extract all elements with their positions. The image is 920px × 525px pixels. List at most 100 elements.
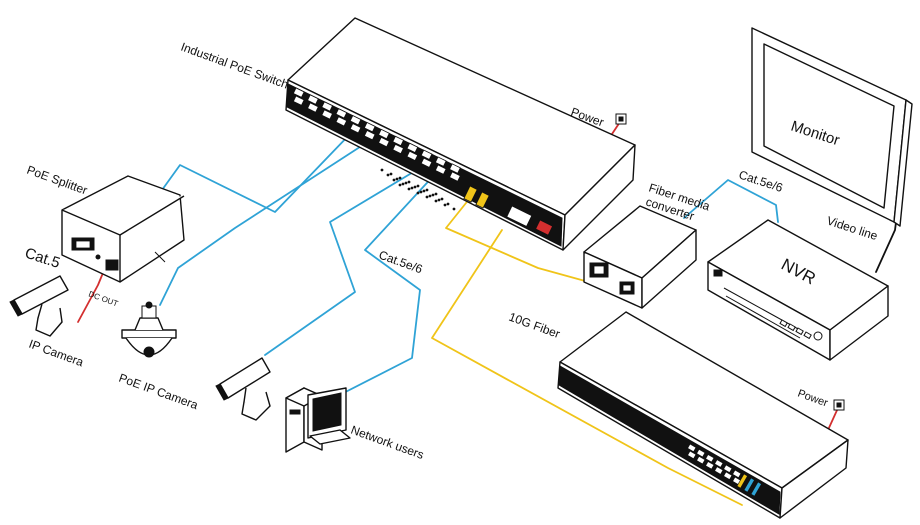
- label-video-line: Video line: [825, 214, 880, 244]
- desktop-computer-icon: [285, 387, 351, 453]
- power-socket-bottom-icon: [833, 399, 845, 411]
- switch-port: [392, 135, 405, 147]
- vent-hole: [410, 186, 414, 190]
- vent-hole: [413, 185, 417, 189]
- vent-hole: [440, 197, 444, 201]
- vent-hole: [386, 173, 390, 177]
- switch-port: [321, 109, 334, 120]
- sfp-port: [475, 191, 490, 209]
- fiber-switch-sfp: [736, 473, 748, 489]
- vent-hole: [431, 193, 435, 197]
- switch-port: [434, 164, 447, 175]
- fiber-switch-sfp: [743, 477, 755, 493]
- fiber-switch-port-block: [686, 443, 762, 497]
- cable-converter-to-nvr: [683, 179, 779, 223]
- nvr-icon: [707, 219, 889, 361]
- switch-port: [307, 102, 319, 113]
- industrial-poe-switch-icon: [285, 17, 636, 251]
- switch-port: [434, 156, 447, 167]
- fiber-switch-port: [722, 471, 733, 481]
- nvr-button: [787, 323, 796, 332]
- vent-hole: [404, 181, 408, 185]
- ip-camera-middle-icon: [215, 357, 271, 421]
- label-cat5e6-middle: Cat.5e/6: [377, 248, 425, 277]
- cable-switch-to-network-users: [321, 171, 438, 405]
- fiber-switch-port: [704, 460, 715, 470]
- vent-hole: [446, 202, 450, 206]
- fiber-switch-port: [713, 466, 724, 475]
- 10g-fiber-switch-icon: [557, 311, 849, 519]
- switch-port: [349, 115, 362, 126]
- label-industrial-poe-switch: Industrial PoE Switch: [179, 40, 290, 92]
- fiber-switch-port: [731, 469, 742, 479]
- sfp-port: [463, 185, 478, 203]
- label-power-bottom: Power: [796, 388, 830, 410]
- fiber-switch-port: [686, 443, 697, 453]
- fiber-media-converter-icon: [583, 205, 697, 309]
- vent-hole: [443, 203, 447, 207]
- power-socket-top-icon: [615, 113, 627, 125]
- vent-hole: [398, 176, 402, 180]
- label-poe-ip-camera: PoE IP Camera: [117, 371, 200, 413]
- vent-hole: [407, 180, 411, 184]
- switch-port: [420, 157, 433, 168]
- cable-switch-to-splitter: [161, 131, 353, 213]
- vent-hole: [425, 195, 429, 199]
- nvr-button: [803, 331, 812, 340]
- vent-hole: [428, 194, 432, 198]
- switch-port: [363, 129, 376, 141]
- switch-port: [307, 94, 319, 105]
- vent-hole: [416, 184, 420, 188]
- ventilation-holes: [380, 168, 456, 211]
- switch-port: [392, 143, 405, 155]
- fiber-switch-port: [695, 455, 706, 465]
- vent-hole: [452, 207, 456, 211]
- nvr-button-row: [779, 319, 812, 340]
- switch-port: [449, 163, 461, 174]
- vent-hole: [419, 190, 423, 194]
- console-port: [506, 205, 533, 227]
- vent-hole: [434, 192, 438, 196]
- vent-hole: [407, 187, 411, 191]
- vent-hole: [392, 178, 396, 182]
- label-cat5e6-nvr: Cat.5e/6: [737, 168, 785, 195]
- power-cable-bottom: [827, 407, 839, 431]
- vent-hole: [425, 188, 429, 192]
- monitor-icon: [751, 27, 913, 227]
- poe-splitter-icon: [61, 175, 185, 283]
- switch-port: [335, 108, 348, 119]
- label-ip-camera: IP Camera: [27, 337, 86, 370]
- switch-port: [449, 171, 461, 182]
- cable-switch-to-dome-camera: [159, 142, 367, 306]
- vent-hole: [389, 172, 393, 176]
- label-cat5: Cat.5: [23, 245, 62, 272]
- switch-port: [321, 101, 334, 112]
- dome-camera-icon: [121, 301, 177, 358]
- ip-camera-left-icon: [9, 275, 69, 337]
- vent-hole: [434, 199, 438, 203]
- label-network-users: Network users: [349, 423, 426, 462]
- nvr-button: [779, 319, 788, 328]
- vent-hole: [380, 168, 384, 172]
- fiber-switch-to-10g-switch: [431, 229, 743, 506]
- switch-port: [406, 142, 419, 154]
- switch-port-block: [292, 87, 554, 236]
- switch-port: [349, 123, 362, 134]
- switch-port: [363, 121, 376, 133]
- fiber-switch-to-converter: [445, 197, 626, 293]
- switch-port: [292, 87, 305, 98]
- label-poe-splitter: PoE Splitter: [25, 163, 89, 198]
- vent-hole: [422, 189, 426, 193]
- vent-hole: [398, 183, 402, 187]
- fiber-switch-port: [704, 453, 715, 463]
- switch-port: [378, 136, 390, 148]
- switch-port: [420, 149, 433, 160]
- label-10g-fiber: 10G Fiber: [507, 310, 562, 341]
- vent-hole: [401, 182, 405, 186]
- cable-switch-to-ip-camera: [264, 167, 421, 356]
- vent-hole: [437, 198, 441, 202]
- switch-port: [292, 95, 305, 106]
- fiber-switch-port: [686, 450, 697, 460]
